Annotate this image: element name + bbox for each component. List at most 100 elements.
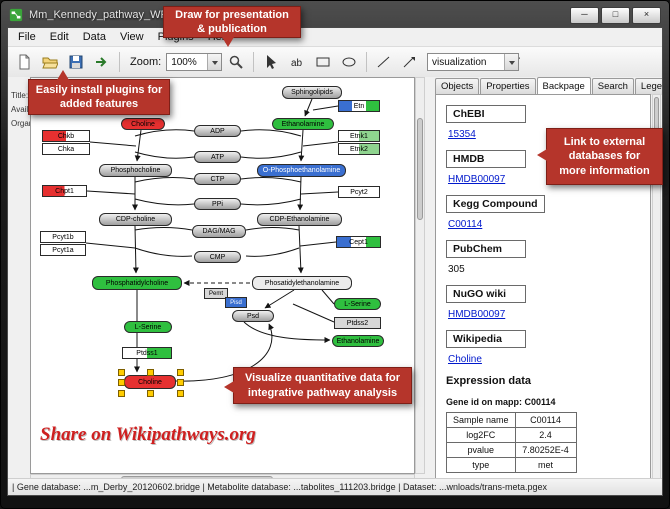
pathway-node-pisd[interactable]: Pisd: [225, 297, 247, 308]
pathway-node-pcyt2[interactable]: Pcyt2: [338, 186, 380, 198]
pathway-node-chka[interactable]: Chka: [42, 143, 90, 155]
selection-handle[interactable]: [177, 390, 184, 397]
svg-text:ab: ab: [291, 58, 303, 69]
ellipse-tool-button[interactable]: [337, 50, 361, 74]
external-link[interactable]: 15354: [448, 129, 476, 140]
section-header: Kegg Compound: [446, 195, 545, 213]
pathway-node-atp[interactable]: ATP: [194, 151, 241, 163]
selection-handle[interactable]: [118, 369, 125, 376]
pathway-node-ptdss1[interactable]: Ptdss1: [122, 347, 172, 359]
tab-properties[interactable]: Properties: [480, 78, 536, 95]
close-button[interactable]: ×: [632, 6, 661, 24]
line-tool-button[interactable]: [372, 50, 396, 74]
open-file-button[interactable]: [38, 50, 62, 74]
menu-view[interactable]: View: [119, 31, 144, 43]
selection-handle[interactable]: [147, 390, 154, 397]
tab-backpage[interactable]: Backpage: [536, 77, 591, 94]
node-label: Ptdss1: [136, 349, 158, 357]
pathway-node-phosphatidylcholine[interactable]: Phosphatidylcholine: [92, 276, 182, 290]
pathway-node-l-serine[interactable]: L-Serine: [334, 298, 381, 310]
menu-file[interactable]: File: [18, 31, 36, 43]
new-file-button[interactable]: [12, 50, 36, 74]
external-link[interactable]: C00114: [448, 219, 483, 230]
zoom-button[interactable]: [224, 50, 248, 74]
node-label: Etnk2: [350, 145, 368, 153]
zoom-combobox[interactable]: 100%: [166, 53, 223, 71]
pathway-node-cept1[interactable]: Cept1: [336, 236, 381, 248]
pathway-node-ethanolamine[interactable]: Ethanolamine: [272, 118, 334, 130]
pathway-node-pcyt1a[interactable]: Pcyt1a: [40, 244, 86, 256]
selection-handle[interactable]: [177, 369, 184, 376]
pathway-node-sphingolipids[interactable]: Sphingolipids: [282, 86, 342, 99]
selection-handle[interactable]: [177, 379, 184, 386]
pathway-node-choline[interactable]: Choline: [121, 118, 165, 130]
pathway-node-adp[interactable]: ADP: [194, 125, 241, 137]
scrollbar-thumb[interactable]: [417, 118, 423, 220]
tab-objects[interactable]: Objects: [435, 78, 480, 95]
menu-edit[interactable]: Edit: [49, 31, 69, 43]
sidebar-tabs: ObjectsPropertiesBackpageSearchLegend: [433, 77, 662, 95]
pathway-node-etnk1[interactable]: Etnk1: [338, 130, 380, 142]
label-tool-button[interactable]: ab: [285, 50, 309, 74]
selection-handle[interactable]: [118, 390, 125, 397]
node-label: Chkb: [57, 132, 75, 140]
app-icon: [9, 8, 23, 22]
toolbar-separator: [253, 52, 255, 72]
maximize-button[interactable]: □: [601, 6, 630, 24]
external-link[interactable]: HMDB00097: [448, 174, 506, 185]
pathway-node-cdp-choline[interactable]: CDP-choline: [99, 213, 172, 226]
section-header: HMDB: [446, 150, 526, 168]
pathway-node-phosatidylethanolamine[interactable]: Phosatidylethanolamine: [252, 276, 352, 290]
pathway-node-etn[interactable]: Etn: [338, 100, 380, 112]
tab-legend[interactable]: Legend: [634, 78, 662, 95]
expression-data-title: Expression data: [446, 375, 531, 387]
file-button-group: [12, 50, 114, 74]
node-label: CDP-Ethanolamine: [269, 216, 330, 223]
save-file-button[interactable]: [64, 50, 88, 74]
menu-data[interactable]: Data: [82, 31, 106, 43]
chevron-down-icon[interactable]: [207, 54, 222, 70]
pathway-node-cdp-ethanolamine[interactable]: CDP-Ethanolamine: [257, 213, 342, 226]
pathway-node-pcyt1b[interactable]: Pcyt1b: [40, 231, 86, 243]
pathway-node-phosphocholine[interactable]: Phosphocholine: [99, 164, 172, 177]
import-file-button[interactable]: [90, 50, 114, 74]
pathway-node-psd[interactable]: Psd: [232, 310, 274, 322]
rectangle-tool-button[interactable]: [311, 50, 335, 74]
pathway-node-ppi[interactable]: PPi: [194, 198, 241, 210]
external-link[interactable]: HMDB00097: [448, 309, 506, 320]
pathway-node-pemt[interactable]: Pemt: [204, 288, 228, 299]
pathway-node-cmp[interactable]: CMP: [194, 251, 241, 263]
pathway-node-o-phosphoethanolamine[interactable]: O-Phosphoethanolamine: [257, 164, 346, 177]
chevron-down-icon[interactable]: [504, 54, 518, 70]
minimize-button[interactable]: ─: [570, 6, 599, 24]
panel-label-fragment: Organ: [11, 119, 30, 128]
pathway-node-chkb[interactable]: Chkb: [42, 130, 90, 142]
panel-label-fragment: Title:: [11, 91, 29, 100]
expression-cell: type: [446, 457, 516, 473]
external-link[interactable]: Choline: [448, 354, 482, 365]
tab-search[interactable]: Search: [591, 78, 634, 95]
pathway-node-etnk2[interactable]: Etnk2: [338, 143, 380, 155]
toolbar-separator: [119, 52, 120, 72]
pathway-info-panel: Title:AvailOrgan: [8, 77, 30, 479]
arrow-tool-button[interactable]: [398, 50, 422, 74]
select-tool-button[interactable]: [259, 50, 283, 74]
pathway-node-ethanolamine[interactable]: Ethanolamine: [332, 335, 384, 347]
section-header: Wikipedia: [446, 330, 526, 348]
pathway-node-chpt1[interactable]: Chpt1: [42, 185, 87, 197]
node-label: PPi: [212, 200, 223, 208]
pathway-node-ptdss2[interactable]: Ptdss2: [334, 317, 381, 329]
canvas-vertical-scrollbar[interactable]: [415, 77, 425, 474]
pathway-node-ctp[interactable]: CTP: [194, 173, 241, 185]
pathway-edges: [85, 98, 339, 382]
pathway-node-dag-mag[interactable]: DAG/MAG: [192, 225, 246, 238]
visualization-combobox[interactable]: visualization: [427, 53, 519, 71]
share-on-wikipathways-text: Share on Wikipathways.org: [40, 424, 256, 445]
selection-handle[interactable]: [118, 379, 125, 386]
toolbar: Zoom: 100% ab visualization: [8, 47, 662, 78]
selection-handle[interactable]: [147, 369, 154, 376]
pathway-node-l-serine[interactable]: L-Serine: [124, 321, 172, 333]
pathway-node-choline[interactable]: Choline: [124, 375, 176, 389]
